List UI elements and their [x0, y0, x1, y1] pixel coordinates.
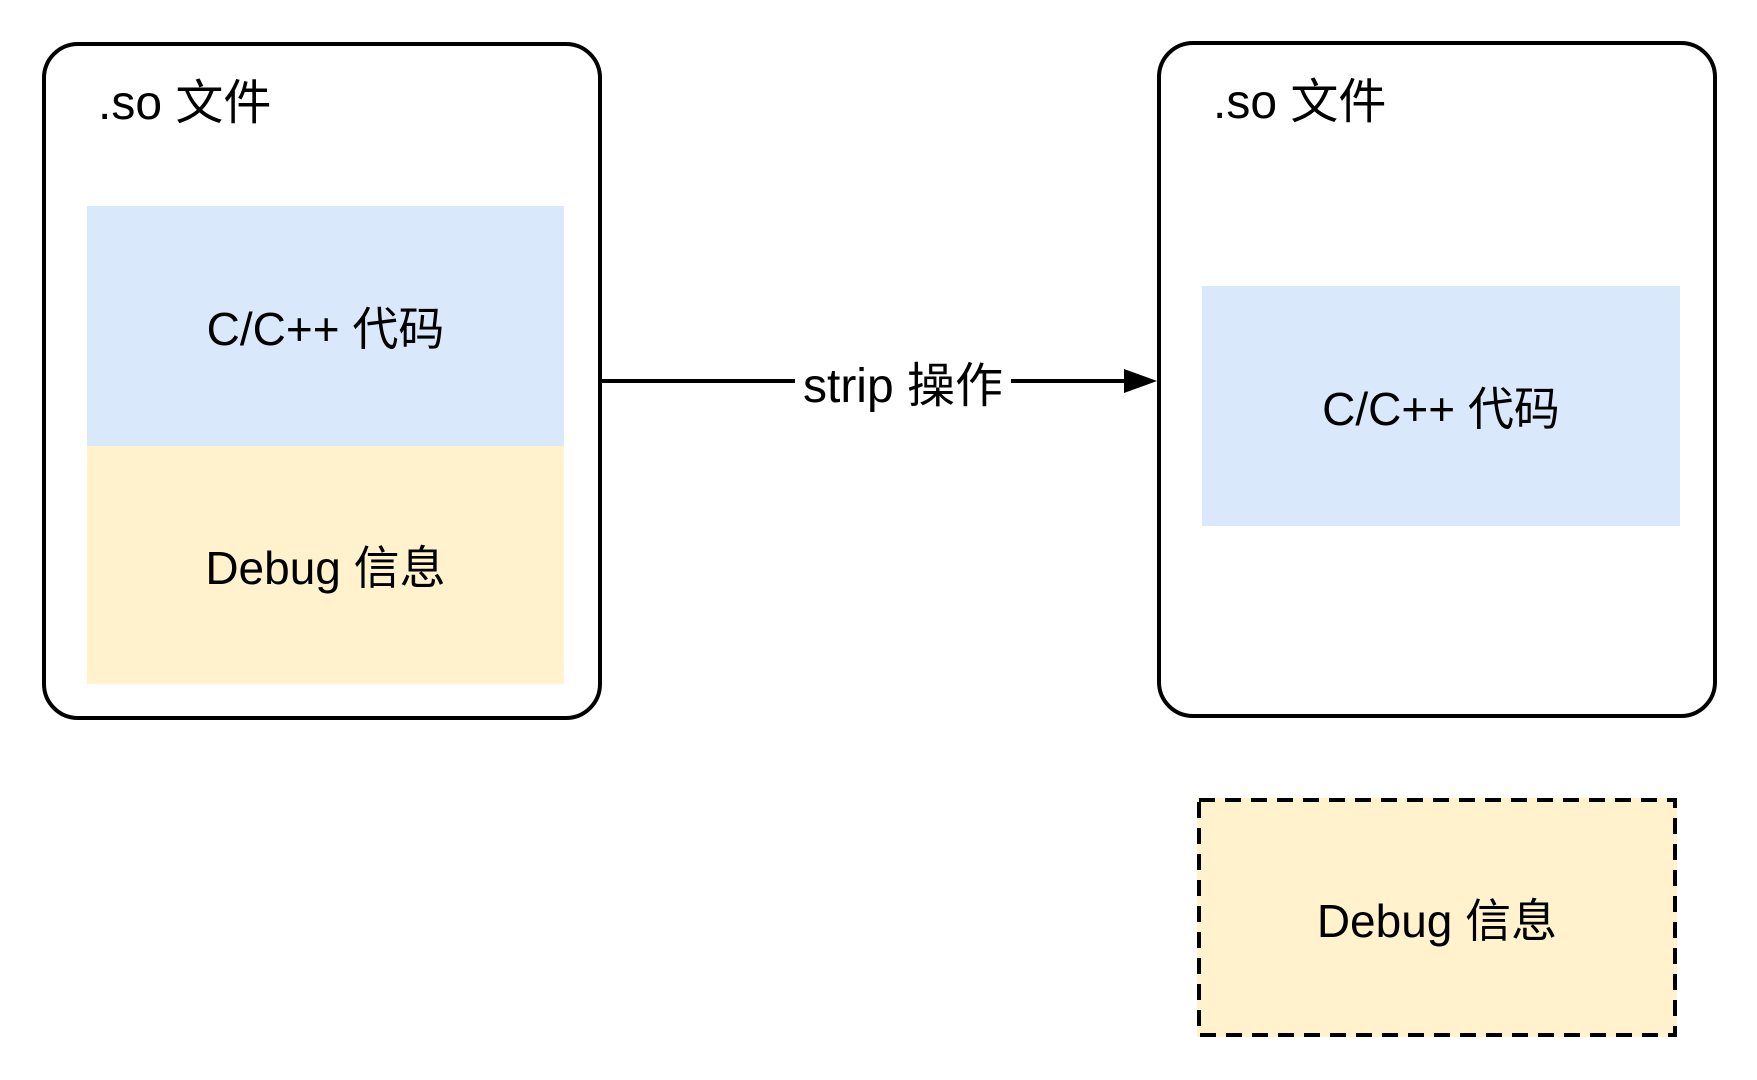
left-debug-block-label: Debug 信息	[205, 542, 446, 594]
left-so-file-box: .so 文件 C/C++ 代码 Debug 信息	[42, 42, 602, 720]
strip-arrow-label: strip 操作	[794, 346, 1012, 416]
left-code-block-label: C/C++ 代码	[206, 303, 445, 355]
strip-arrow-head-icon	[1124, 369, 1157, 393]
right-code-block: C/C++ 代码	[1202, 286, 1680, 526]
right-code-block-label: C/C++ 代码	[1322, 383, 1560, 435]
dashed-border	[1197, 798, 1677, 1037]
left-so-file-title: .so 文件	[98, 77, 272, 130]
right-so-file-box: .so 文件 C/C++ 代码	[1157, 41, 1717, 718]
right-so-file-title: .so 文件	[1213, 76, 1387, 129]
detached-debug-block-label: Debug 信息	[1316, 894, 1558, 947]
left-debug-block: Debug 信息	[87, 446, 564, 684]
left-code-block: C/C++ 代码	[87, 206, 564, 446]
detached-debug-block: Debug 信息	[1197, 798, 1677, 1037]
